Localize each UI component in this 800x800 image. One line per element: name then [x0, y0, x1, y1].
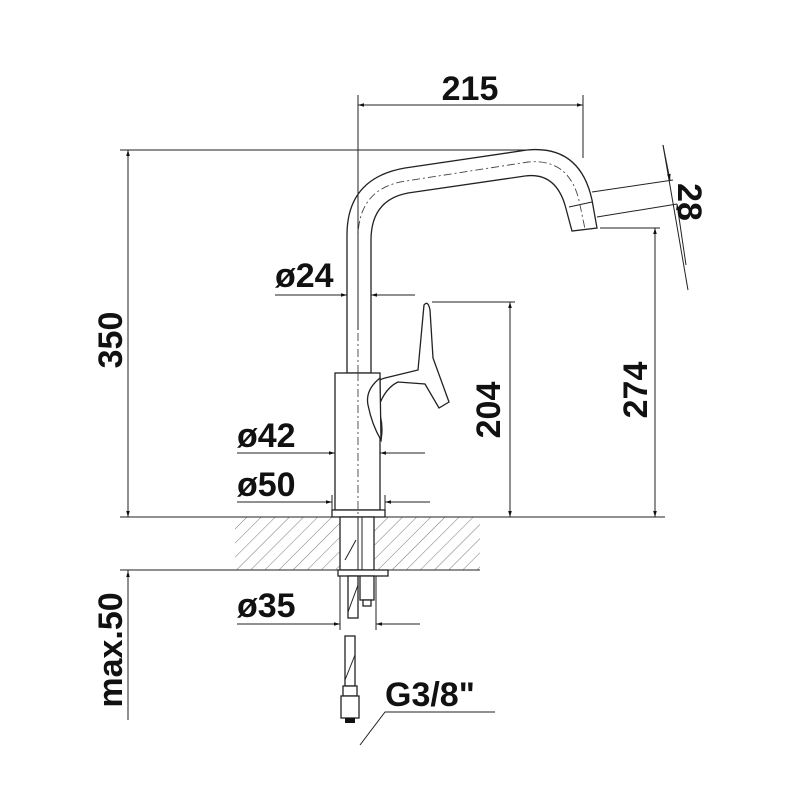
dim-body-diameter: ø42: [237, 417, 296, 455]
dim-base-diameter: ø50: [237, 466, 296, 504]
dim-lever-height: 204: [470, 382, 508, 439]
mounting-nut: [359, 575, 375, 601]
base-collar: [331, 509, 386, 518]
faucet: [331, 148, 598, 723]
dimension-lines: [120, 95, 689, 746]
spout: [346, 148, 598, 374]
dim-max-counter-thickness: max.50: [92, 592, 130, 707]
dim-spout-diameter: ø24: [275, 257, 334, 295]
dim-outlet-height: 274: [617, 362, 655, 419]
countertop: [120, 516, 665, 571]
dim-spout-reach: 215: [442, 70, 499, 108]
dim-hole-diameter: ø35: [237, 587, 296, 625]
dim-total-height: 350: [92, 312, 130, 369]
dim-outlet-diameter: 28: [670, 183, 708, 221]
dim-connection-thread: G3/8": [385, 676, 475, 714]
mounting-shank: [339, 516, 375, 571]
hose-connector: [340, 695, 360, 719]
supply-hose: [347, 575, 359, 619]
